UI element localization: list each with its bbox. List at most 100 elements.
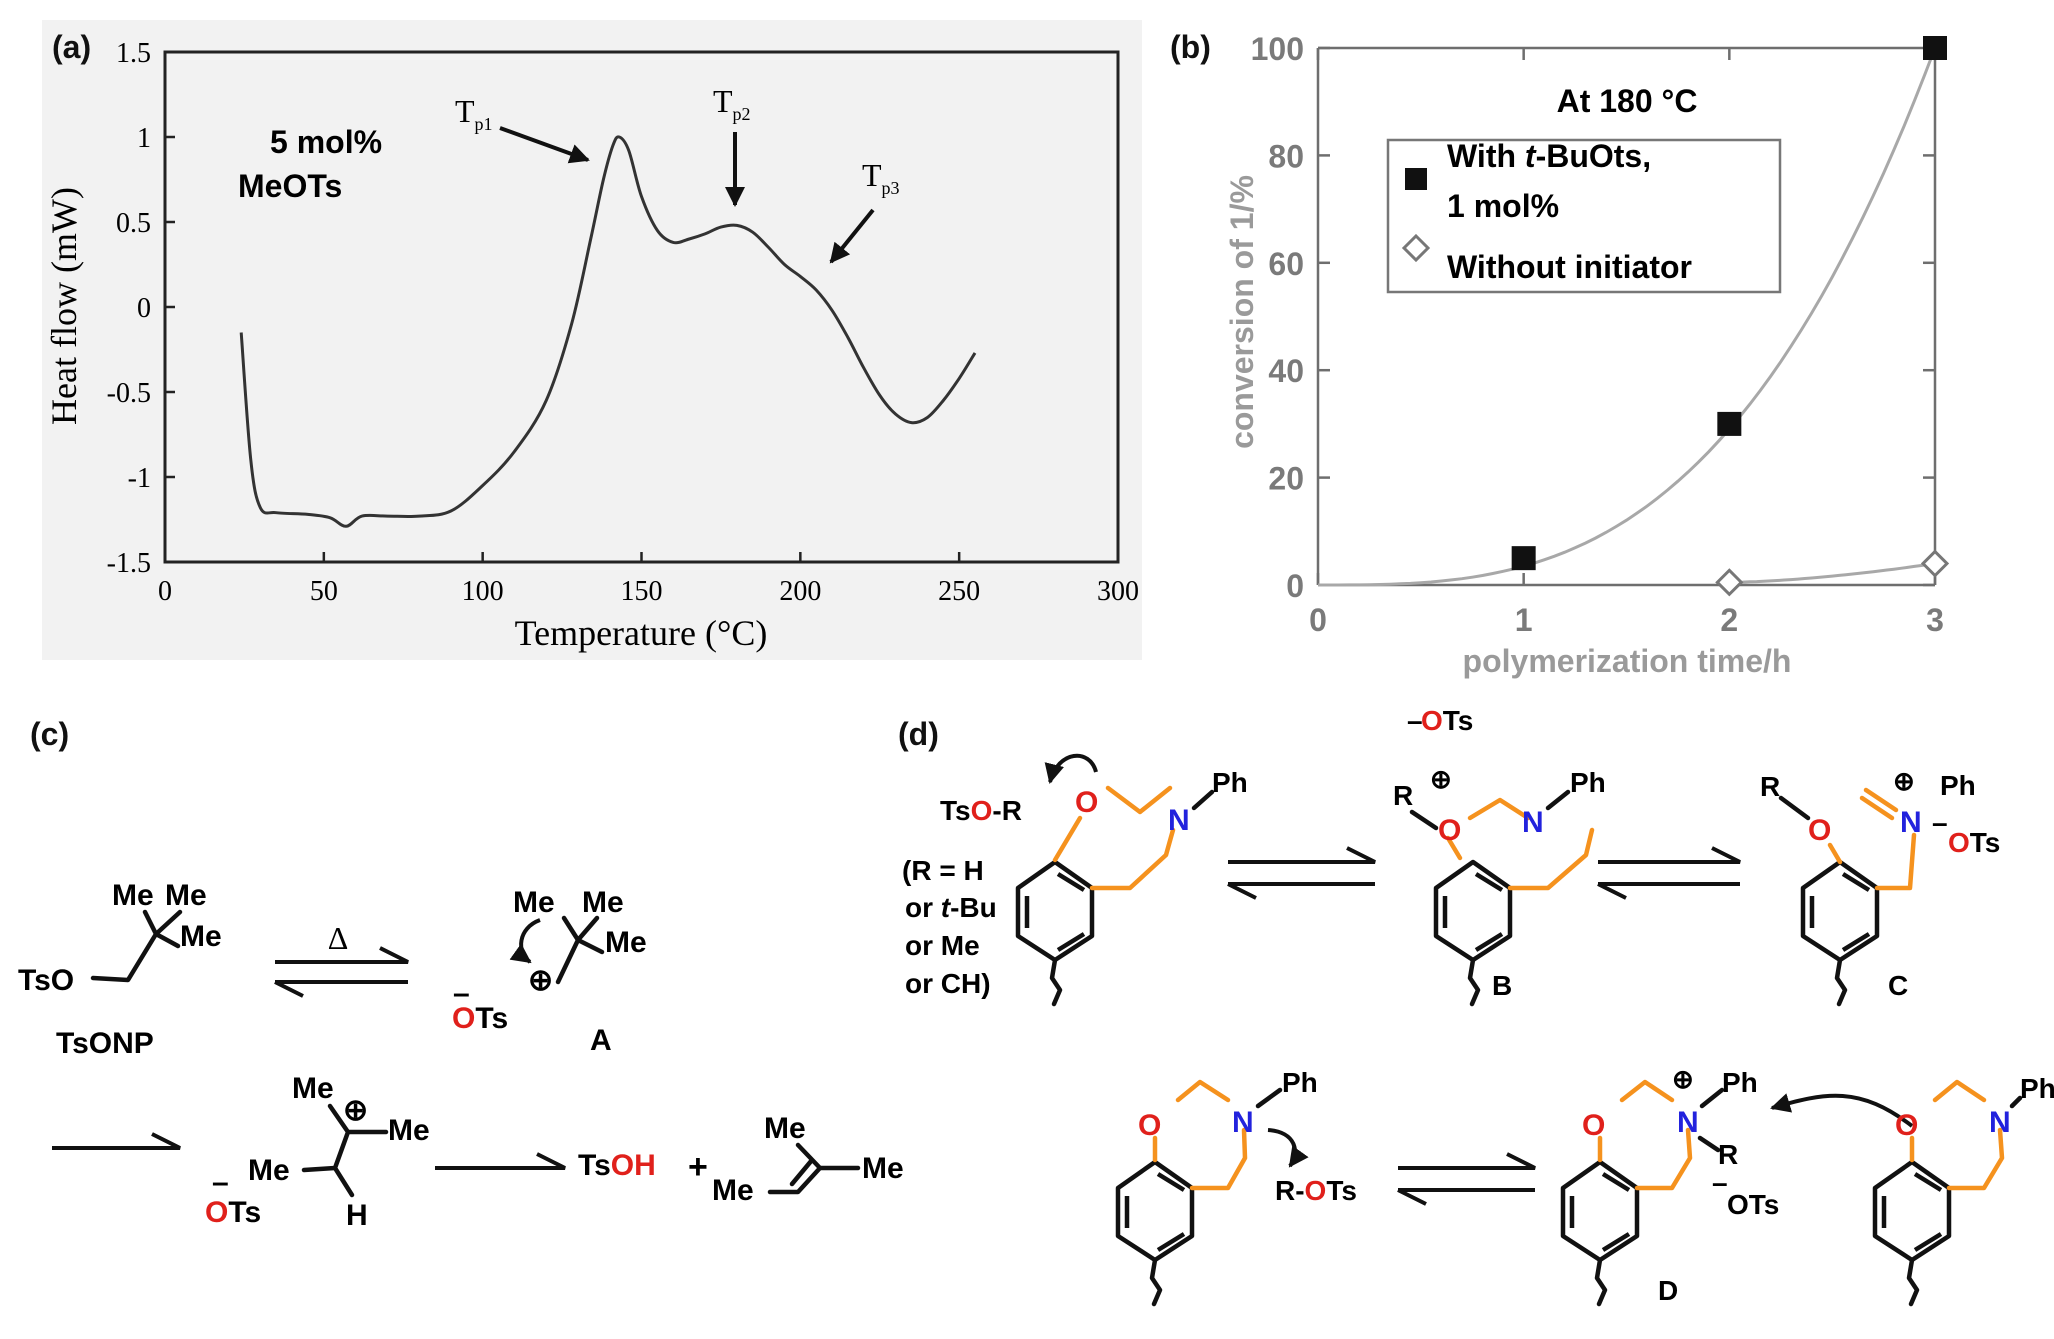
d-r: R [1718, 1139, 1738, 1170]
panel-a-y-axis-title: Heat flow (mW) [44, 187, 84, 425]
d-equilibrium-2-forward [1598, 846, 1741, 864]
c-n: N [1900, 806, 1922, 839]
panel-a-annotation-2: MeOTs [238, 168, 342, 204]
intermediate-a: Me Me Me ⊕ – OTs A [452, 886, 647, 1057]
tsonp-bonds [90, 909, 183, 983]
a-me-3: Me [605, 926, 647, 959]
panel-b-x-tick-label: 2 [1720, 602, 1738, 638]
panel-d: (d) TsO-R O N Ph (R = H or t-Bu or Me or… [898, 705, 2054, 1307]
a-me-1: Me [513, 886, 555, 919]
legend-entry-1-line-2: 1 mol% [1447, 188, 1559, 224]
panel-a-x-tick-label: 50 [310, 576, 338, 607]
a-plus: ⊕ [528, 964, 553, 997]
benzene-ring-b-double-bonds [1442, 872, 1504, 952]
equilibrium-arrows-delta: Δ [274, 920, 409, 998]
oxazine-d2-n: N [1989, 1106, 2011, 1139]
attack-curved-arrow [1770, 1093, 1914, 1128]
a-bonds [555, 915, 605, 985]
attacking-benzoxazine: O N Ph [1770, 1073, 2054, 1307]
initiator-curved-arrow [1044, 753, 1098, 784]
oxazine-b-n: N [1522, 806, 1544, 839]
panel-b-y-tick-label: 100 [1251, 31, 1304, 67]
cation-h: H [346, 1199, 368, 1232]
n-ph-bond-1 [1191, 789, 1215, 811]
benzene-ring-1-double-bonds [1024, 872, 1086, 952]
product-plus: + [688, 1148, 708, 1186]
oxazine-d-n: N [1677, 1106, 1699, 1139]
d-equilibrium-2-reverse [1597, 882, 1740, 900]
polymer-wavy-b [1467, 957, 1481, 1007]
panel-c: (c) Me Me Me TsO TsONP Δ Me Me Me ⊕ – OT… [18, 716, 904, 1232]
alkene-bonds [767, 1142, 861, 1195]
cation-ots: OTs [205, 1196, 261, 1229]
c-plus: ⊕ [1893, 766, 1915, 796]
panel-a-x-tick-label: 200 [779, 576, 821, 607]
oxazine-b-ph: Ph [1570, 767, 1606, 798]
initiator-tso-r: TsO-R [940, 795, 1022, 826]
polymer-wavy-d2 [1906, 1257, 1920, 1307]
polymer-wavy-c [1834, 957, 1848, 1007]
alkene-me-1: Me [764, 1112, 806, 1145]
panel-a-y-tick-label: -0.5 [107, 378, 151, 409]
intermediate-d: O N ⊕ Ph R – OTs D [1560, 1064, 1779, 1307]
alkene-me-3: Me [712, 1174, 754, 1207]
panel-a-background [42, 20, 1142, 660]
panel-a-y-tick-label: 1 [137, 123, 151, 154]
alkene-me-2: Me [862, 1152, 904, 1185]
oxazine-ring-d2-bonds [1909, 1079, 2005, 1191]
d-equilibrium-3-forward [1398, 1152, 1536, 1170]
cation-minus: – [212, 1166, 229, 1199]
reaction-arrow-2 [435, 1152, 566, 1170]
panel-a-y-tick-label: 0.5 [116, 208, 151, 239]
d-plus: ⊕ [1672, 1064, 1694, 1094]
oxazine-ring-d-bonds [1597, 1079, 1693, 1191]
panel-b-y-tick-label: 0 [1286, 568, 1304, 604]
r-def-2: or t-Bu [905, 892, 997, 923]
oxazine-d2-o: O [1895, 1109, 1918, 1142]
legend-filled-square-icon [1405, 168, 1427, 190]
dsc-curve [239, 135, 977, 528]
c-o: O [1808, 814, 1831, 847]
c-ph: Ph [1940, 770, 1976, 801]
delta-symbol: Δ [328, 920, 349, 956]
panel-a-label: (a) [52, 29, 91, 65]
oxazine-d1-n: N [1232, 1106, 1254, 1139]
panel-b-y-tick-label: 80 [1268, 138, 1304, 174]
panel-b-x-axis-title: polymerization time/h [1463, 643, 1792, 679]
b-ots: OTs [1421, 705, 1473, 736]
data-point-with-initiator [1511, 546, 1536, 571]
panel-b-x-tick-label: 3 [1926, 602, 1944, 638]
cation-me-1: Me [292, 1072, 334, 1105]
panel-b-data-points [1511, 36, 1950, 597]
panel-b-y-axis-title: conversion of 1/% [1224, 175, 1260, 449]
tsonp-me-3: Me [180, 920, 222, 953]
a-label: A [590, 1024, 612, 1057]
cation-me-3: Me [248, 1154, 290, 1187]
n-ph-bond-d2 [2009, 1095, 2023, 1109]
panel-b-x-tick-label: 1 [1515, 602, 1533, 638]
tsonp-me-2: Me [165, 879, 207, 912]
a-minus: – [453, 977, 470, 1010]
tsonp-molecule: Me Me Me TsO TsONP [18, 879, 222, 1060]
d-ots: OTs [1727, 1189, 1779, 1220]
c-minus: – [1932, 807, 1948, 838]
oxazine-ring-1-bonds [1052, 785, 1176, 891]
benzene-ring-d2-double-bonds [1881, 1172, 1943, 1252]
label-c: C [1888, 970, 1908, 1001]
d1-curved-arrow [1267, 1128, 1309, 1168]
panel-a-y-tick-label: 0 [137, 293, 151, 324]
d-ph: Ph [1722, 1067, 1758, 1098]
panel-b-y-tick-label: 40 [1268, 353, 1304, 389]
benzoxazine-with-r-ots: O N Ph R-OTs [1115, 1067, 1357, 1307]
a-ots: OTs [452, 1002, 508, 1035]
oxazine-1-ph: Ph [1212, 767, 1248, 798]
peak-3-arrow [829, 208, 875, 264]
polymer-wavy-d1 [1149, 1257, 1163, 1307]
panel-a-y-tick-label: 1.5 [116, 38, 151, 69]
panel-b-condition: At 180 °C [1557, 83, 1698, 119]
peak-3-label: Tp3 [862, 157, 900, 198]
tsonp-me-1: Me [112, 879, 154, 912]
r-def-1: (R = H [902, 855, 984, 886]
